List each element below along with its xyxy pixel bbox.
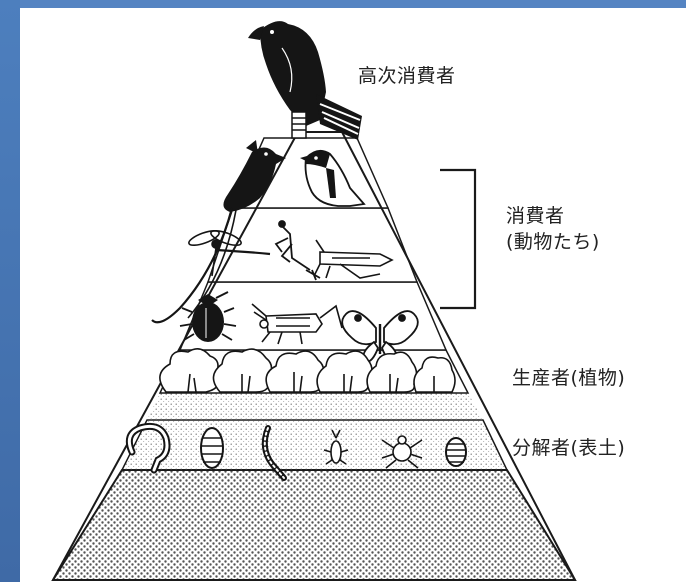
consumer-label-line-1: 消費者 [506,205,565,227]
tree-icon [413,356,456,393]
beetle-icon [179,291,237,342]
cricket-icon [251,303,343,345]
frame-top [0,0,686,8]
consumer-bracket [440,168,477,310]
food-pyramid-diagram [51,21,577,581]
tit-bird-icon [300,149,366,207]
decomposer-layer-main [147,393,483,420]
producer-label: 生産者(植物) [512,367,626,389]
apex-consumer-label: 高次消費者 [358,65,456,87]
larva-icon [200,427,224,469]
mite-icon [381,435,423,469]
springtail-icon [323,429,349,465]
soil-base-layer [51,469,577,581]
mantis-icon [274,220,321,281]
grasshopper-icon [313,239,394,279]
diagram-panel: 高次消費者 消費者 (動物たち) 生産者(植物) 分解者(表土) [20,8,686,582]
tree-row [159,348,456,393]
dragonfly-icon [188,229,271,277]
frame-left [0,0,20,582]
flycatcher-icon [151,140,286,324]
consumer-label: 消費者 (動物たち) [506,204,600,255]
earthworm-icon [125,422,171,474]
consumer-label-line-2: (動物たち) [506,230,600,253]
hawk-icon [248,21,362,140]
decomposer-label: 分解者(表土) [512,437,626,459]
tree-icon [159,348,220,393]
pillbug-icon [445,437,467,467]
millipede-icon [261,425,287,481]
